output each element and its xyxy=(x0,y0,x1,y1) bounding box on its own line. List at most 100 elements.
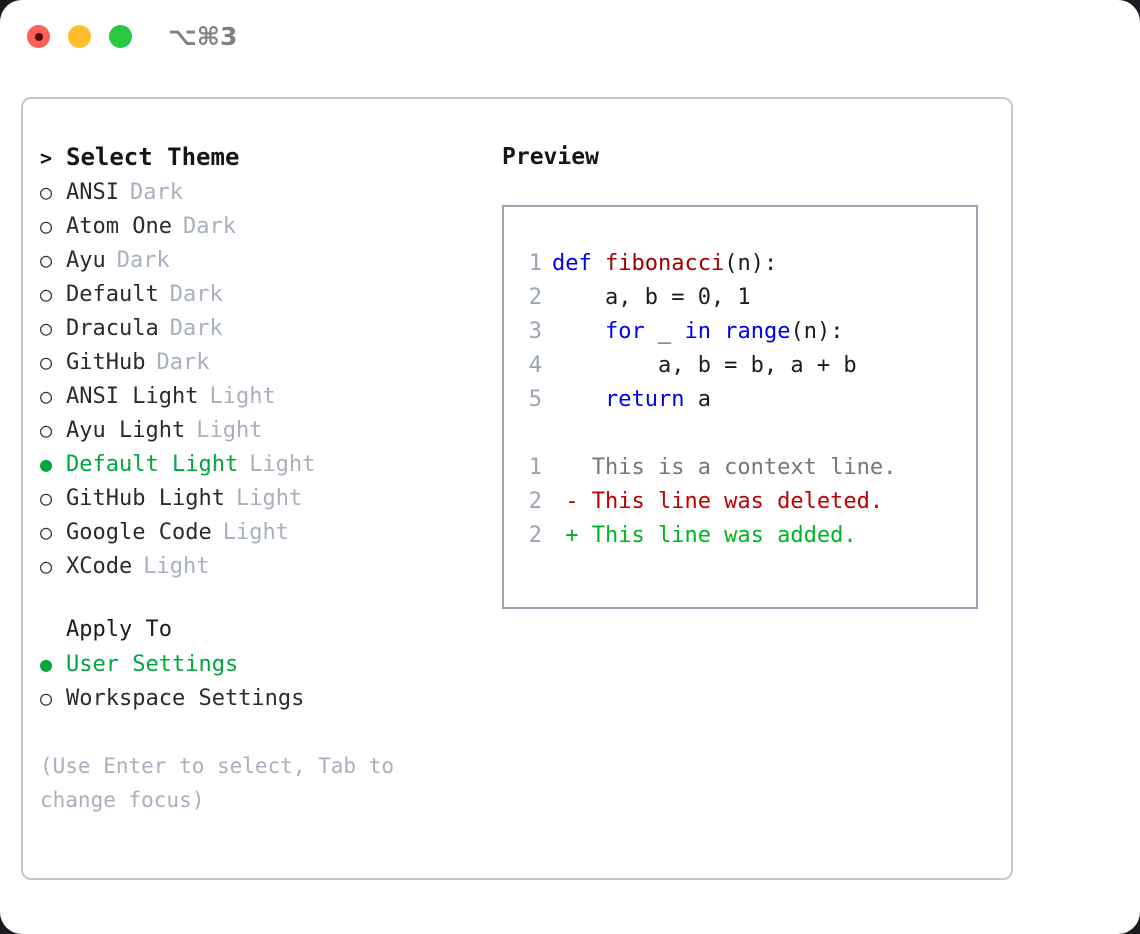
theme-option-label: Ayu xyxy=(66,248,106,273)
radio-unselected-icon: ○ xyxy=(40,418,53,442)
code-token xyxy=(711,319,724,344)
theme-option-label: XCode xyxy=(66,554,133,579)
radio-unselected-icon: ○ xyxy=(40,686,53,710)
theme-option-label: Google Code xyxy=(66,520,212,545)
theme-option-ayu-light[interactable]: ○ Ayu Light Light xyxy=(40,413,470,447)
radio-unselected-icon: ○ xyxy=(40,554,53,578)
page-title: Select Theme xyxy=(66,143,240,171)
code-token: (n): xyxy=(724,251,778,276)
theme-option-kind: Dark xyxy=(116,248,170,273)
diff-line-text: This is a context line. xyxy=(552,455,897,480)
minimize-button[interactable] xyxy=(68,25,91,48)
window-controls xyxy=(27,25,132,48)
theme-option-label: Ayu Light xyxy=(66,418,186,443)
line-number: 2 xyxy=(528,489,542,514)
code-token: def xyxy=(552,251,605,276)
radio-unselected-icon: ○ xyxy=(40,248,53,272)
keyboard-shortcut-label: ⌥⌘3 xyxy=(168,22,238,51)
theme-list-heading: > Select Theme xyxy=(40,139,470,175)
code-token: return xyxy=(604,387,685,412)
line-number: 1 xyxy=(528,251,542,276)
diff-line-text: + This line was added. xyxy=(552,523,857,548)
prompt-caret-icon: > xyxy=(40,146,53,170)
radio-unselected-icon: ○ xyxy=(40,214,53,238)
apply-to-option-label: User Settings xyxy=(66,652,239,677)
apply-to-group: Apply To ●User Settings○Workspace Settin… xyxy=(40,613,470,715)
code-line: 3 for _ in range(n): xyxy=(504,315,976,349)
theme-option-label: Default Light xyxy=(66,452,239,477)
code-token: _ xyxy=(644,319,685,344)
radio-unselected-icon: ○ xyxy=(40,350,53,374)
theme-option-kind: Light xyxy=(235,486,303,511)
theme-option-kind: Dark xyxy=(169,316,223,341)
keyboard-hint: (Use Enter to select, Tab to change focu… xyxy=(40,754,395,812)
apply-to-option-label: Workspace Settings xyxy=(66,686,305,711)
theme-option-kind: Dark xyxy=(129,180,183,205)
radio-unselected-icon: ○ xyxy=(40,520,53,544)
code-token: in xyxy=(684,319,711,344)
theme-option-kind: Light xyxy=(143,554,210,579)
apply-to-option-workspace-settings[interactable]: ○ Workspace Settings xyxy=(40,681,470,715)
line-number: 3 xyxy=(528,319,542,344)
theme-option-dracula[interactable]: ○ Dracula Dark xyxy=(40,311,470,345)
theme-option-kind: Dark xyxy=(156,350,210,375)
line-number: 2 xyxy=(528,285,542,310)
theme-option-label: Dracula xyxy=(66,316,159,341)
code-token: a xyxy=(684,387,711,412)
radio-unselected-icon: ○ xyxy=(40,486,53,510)
theme-option-label: GitHub xyxy=(66,350,146,375)
maximize-button[interactable] xyxy=(109,25,132,48)
theme-option-label: Atom One xyxy=(66,214,172,239)
diff-line: 2 - This line was deleted. xyxy=(504,485,976,519)
theme-option-label: GitHub Light xyxy=(66,486,225,511)
code-line: 1 def fibonacci(n): xyxy=(504,247,976,281)
code-token: for xyxy=(604,319,645,344)
theme-option-github-light[interactable]: ○ GitHub Light Light xyxy=(40,481,470,515)
code-token xyxy=(552,387,605,412)
theme-option-atom-one[interactable]: ○ Atom One Dark xyxy=(40,209,470,243)
radio-unselected-icon: ○ xyxy=(40,316,53,340)
code-line: 5 return a xyxy=(504,383,976,417)
theme-option-kind: Dark xyxy=(169,282,223,307)
apply-to-option-user-settings[interactable]: ● User Settings xyxy=(40,647,470,681)
diff-line-text: - This line was deleted. xyxy=(552,489,884,514)
line-number: 5 xyxy=(528,387,542,412)
theme-option-label: Default xyxy=(66,282,159,307)
radio-unselected-icon: ○ xyxy=(40,180,53,204)
code-token: a, b = b, a + b xyxy=(552,353,857,378)
title-bar: ⌥⌘3 xyxy=(0,0,1140,78)
apply-to-options: ● User Settings ○ Workspace Settings xyxy=(40,647,470,715)
theme-option-ayu[interactable]: ○ Ayu Dark xyxy=(40,243,470,277)
code-line: 4 a, b = b, a + b xyxy=(504,349,976,383)
theme-option-kind: Dark xyxy=(182,214,236,239)
radio-selected-icon: ● xyxy=(40,652,53,676)
diff-line: 1 This is a context line. xyxy=(504,451,976,485)
code-token: (n): xyxy=(790,319,844,344)
theme-option-kind: Light xyxy=(196,418,263,443)
code-token: fibonacci xyxy=(604,251,725,276)
code-token: a, b = 0, 1 xyxy=(552,285,751,310)
theme-option-github[interactable]: ○ GitHub Dark xyxy=(40,345,470,379)
radio-unselected-icon: ○ xyxy=(40,384,53,408)
theme-option-kind: Light xyxy=(209,384,276,409)
code-spacer xyxy=(504,417,976,451)
code-token xyxy=(552,319,605,344)
theme-option-xcode[interactable]: ○ XCode Light xyxy=(40,549,470,583)
close-button[interactable] xyxy=(27,25,50,48)
preview-title: Preview xyxy=(502,144,599,170)
code-line: 2 a, b = 0, 1 xyxy=(504,281,976,315)
line-number: 4 xyxy=(528,353,542,378)
diff-line: 2 + This line was added. xyxy=(504,519,976,553)
